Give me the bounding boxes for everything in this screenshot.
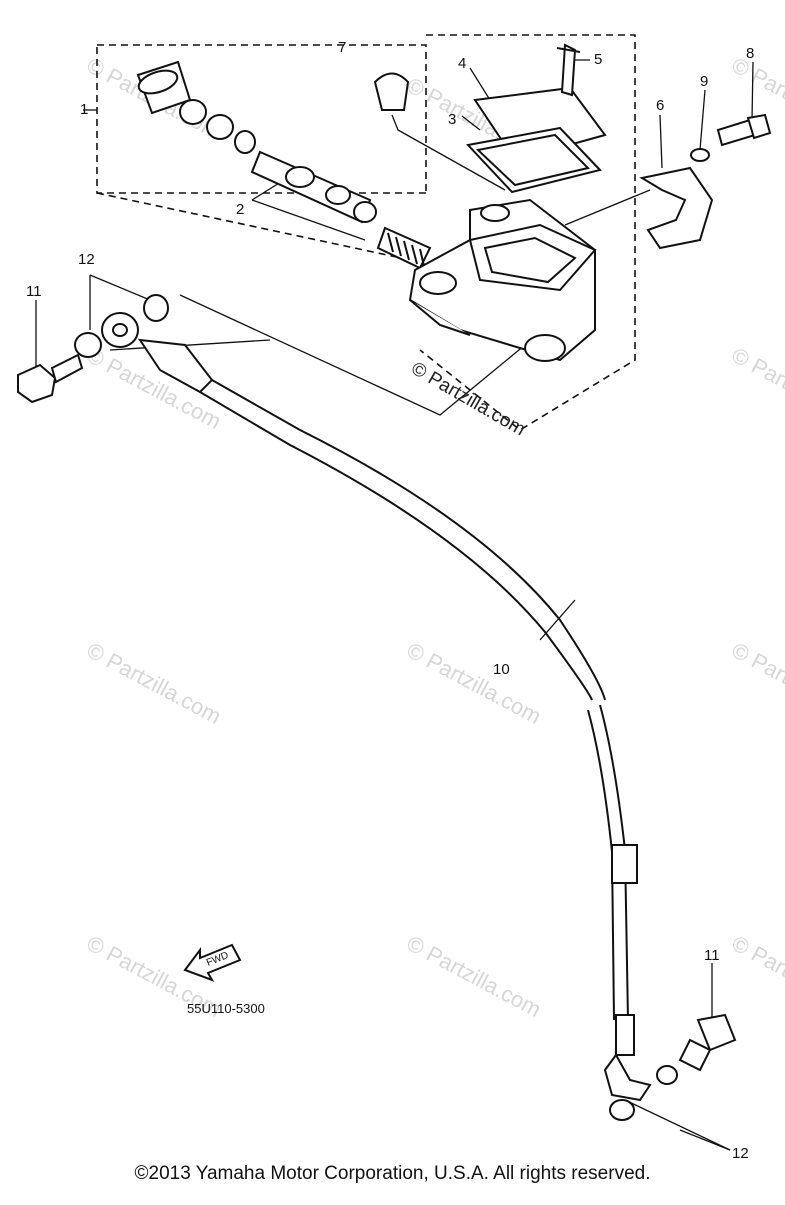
callouts: 1 2 3 4 5 6 7 8 9 10 11 11 12 12 [26, 39, 754, 1162]
watermark: © Partzilla.com [728, 637, 785, 729]
reservoir-top-parts [373, 43, 607, 194]
callout-2: 2 [236, 201, 244, 218]
master-cylinder-body [408, 198, 597, 362]
washer [206, 114, 234, 140]
callout-5: 5 [594, 51, 602, 68]
circlip [179, 99, 207, 125]
washer-12 [656, 1065, 678, 1085]
sight-glass [373, 72, 410, 111]
callout-4: 4 [458, 55, 466, 72]
bolt-11-lower [696, 1013, 737, 1052]
screw [560, 43, 577, 97]
lower-fittings [609, 1013, 737, 1121]
brake-hose [199, 379, 652, 1102]
watermark-main: © Partzilla.com [408, 358, 529, 440]
callout-11b: 11 [704, 947, 720, 964]
callout-9: 9 [700, 73, 708, 90]
bolt-11-upper [17, 363, 57, 404]
callout-12a: 12 [78, 251, 95, 268]
piston [250, 150, 372, 224]
master-cylinder-group [419, 34, 636, 431]
callout-6: 6 [656, 97, 664, 114]
callout-3: 3 [448, 111, 456, 128]
washer-12 [74, 332, 102, 358]
callout-12b: 12 [732, 1145, 749, 1162]
copyright-notice: ©2013 Yamaha Motor Corporation, U.S.A. A… [134, 1163, 651, 1184]
washer-9 [690, 148, 710, 162]
upper-fittings [17, 294, 214, 404]
piston-kit [136, 60, 432, 270]
leader-lines [35, 59, 754, 1151]
callout-11a: 11 [26, 283, 42, 300]
washer-12 [143, 294, 169, 322]
watermark: © Partzilla.com [728, 342, 785, 434]
callout-1: 1 [80, 101, 88, 118]
part-code: 55U110-5300 [187, 1001, 265, 1016]
watermark: © Partzilla.com [403, 637, 546, 729]
holder-assembly [639, 113, 772, 250]
watermark: © Partzilla.com [728, 930, 785, 1022]
watermark: © Partzilla.com [403, 930, 546, 1022]
holder [639, 166, 714, 250]
callout-8: 8 [746, 45, 754, 62]
callout-7: 7 [338, 39, 346, 56]
callout-10: 10 [493, 661, 510, 678]
washer-12 [609, 1099, 635, 1121]
fwd-arrow-icon: FWD [183, 943, 242, 982]
watermark: © Partzilla.com [83, 637, 226, 729]
